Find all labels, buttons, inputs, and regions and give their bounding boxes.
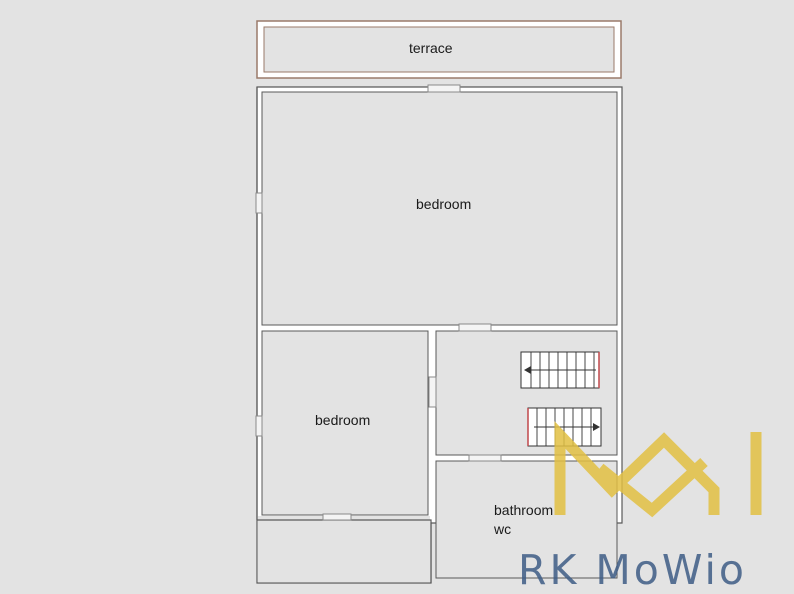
mw-monogram-logo [554, 421, 762, 518]
room-label-bedroom-small: bedroom [315, 412, 371, 428]
door-bedroom-large [458, 323, 492, 332]
watermark-text: RK MoWio [518, 546, 747, 594]
doors [255, 84, 502, 521]
door-bathroom [468, 454, 502, 462]
room-bedroom-small [261, 330, 429, 516]
door-terrace [427, 84, 461, 93]
window-left-upper [255, 192, 263, 214]
staircase-upper [520, 351, 600, 389]
window-bottom [322, 513, 352, 521]
room-label-wc: wc [494, 521, 512, 537]
terrace-area [256, 20, 622, 79]
window-left-lower [255, 415, 263, 437]
door-bedroom-small [428, 376, 437, 408]
exterior-walls [256, 86, 623, 584]
room-label-terrace: terrace [409, 40, 453, 56]
room-bathroom [435, 460, 618, 579]
room-label-bathroom: bathroom [494, 502, 554, 518]
room-label-bedroom-large: bedroom [416, 196, 472, 212]
